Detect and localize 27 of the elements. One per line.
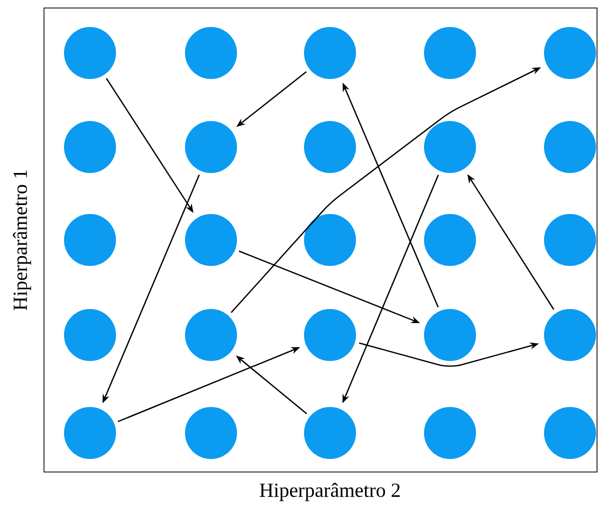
grid-point [185, 309, 237, 361]
grid-point [64, 26, 116, 79]
grid-point [544, 121, 596, 173]
grid-point [64, 214, 116, 266]
grid-point [304, 214, 356, 266]
grid-point [304, 309, 356, 361]
grid-point [424, 26, 476, 79]
grid-point [424, 406, 476, 459]
grid-point [64, 121, 116, 173]
grid-point [185, 214, 237, 266]
grid-point [185, 121, 237, 173]
grid-point [544, 26, 596, 79]
grid-point [544, 214, 596, 266]
grid-point [424, 121, 476, 173]
grid-point [304, 406, 356, 459]
grid-point [424, 214, 476, 266]
grid-point [185, 26, 237, 79]
grid-point [304, 26, 356, 79]
grid-point [185, 406, 237, 459]
grid-point [544, 309, 596, 361]
grid-point [64, 309, 116, 361]
axis-label: Hiperparâmetro 1 [12, 170, 32, 310]
grid-point [304, 121, 356, 173]
grid-point [64, 406, 116, 459]
axis-label: Hiperparâmetro 2 [260, 482, 400, 502]
grid-point [424, 309, 476, 361]
grid-point [544, 406, 596, 459]
